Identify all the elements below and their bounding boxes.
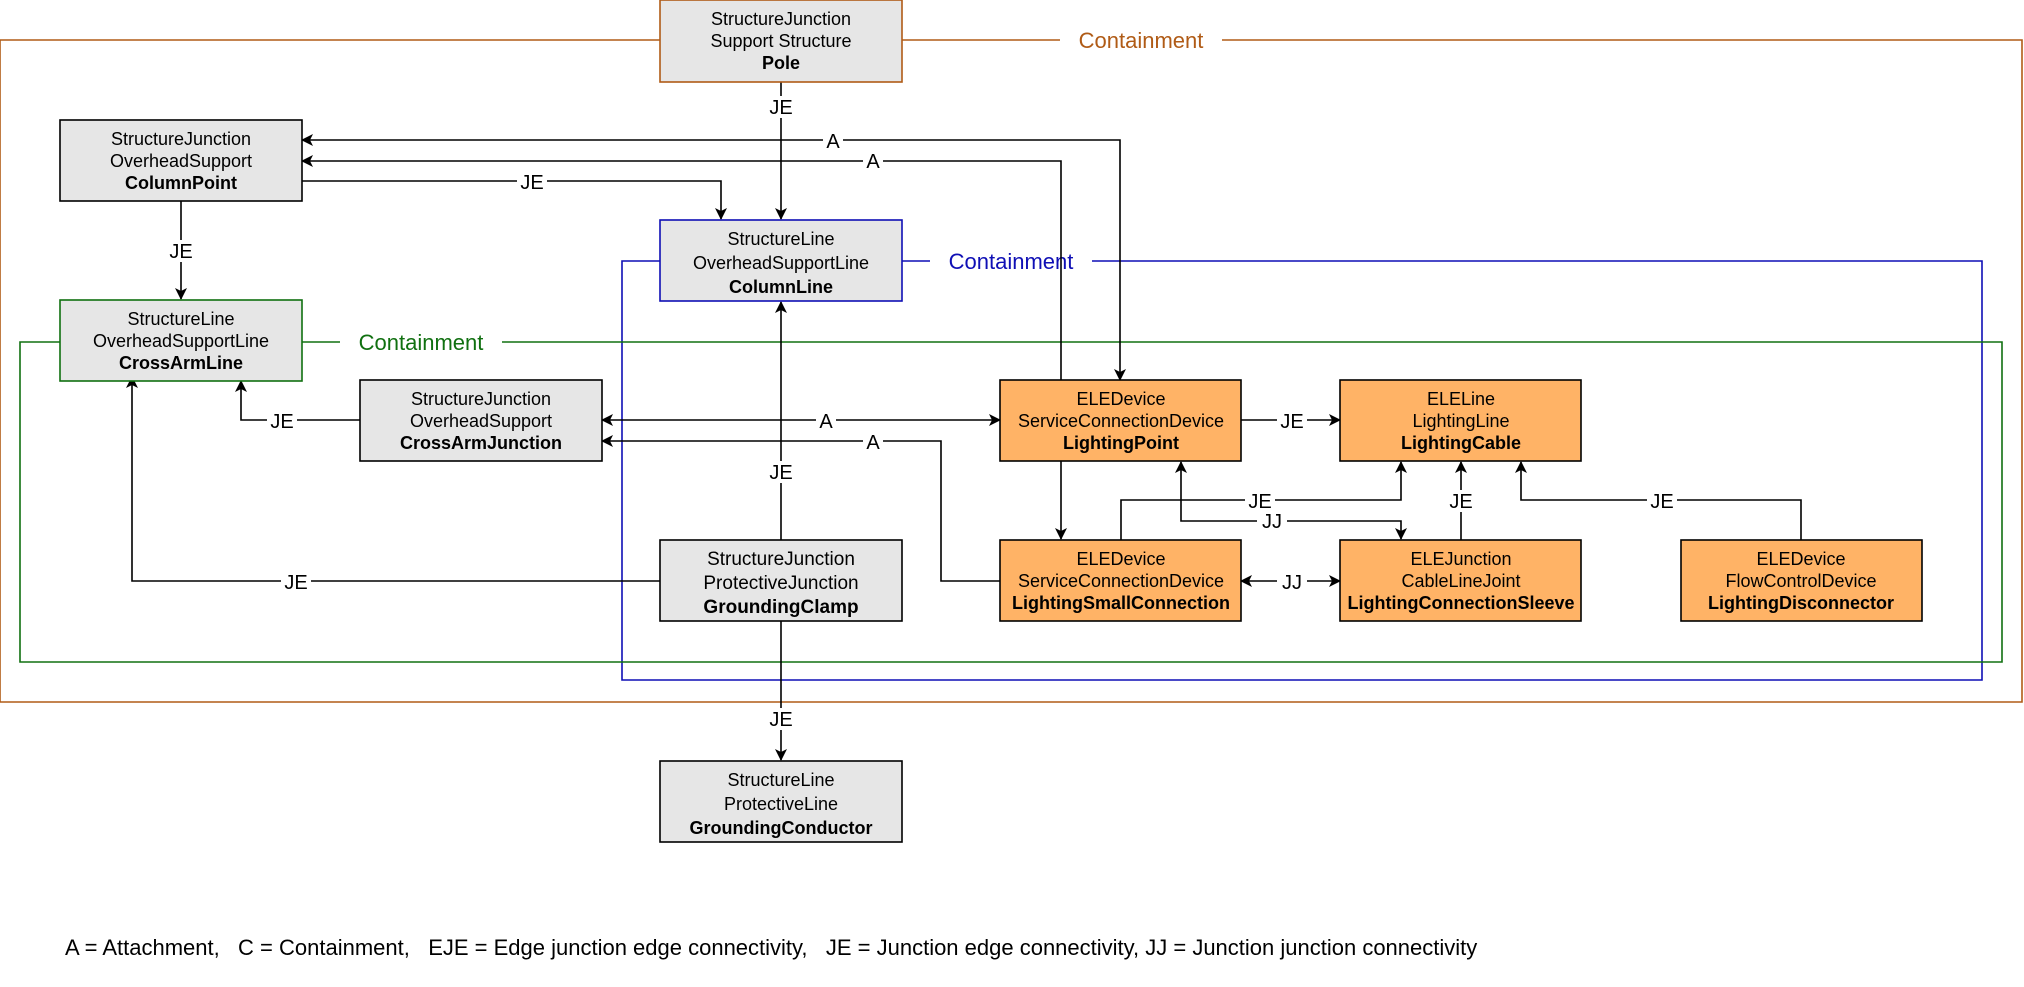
node-pole[interactable]: StructureJunction Support Structure Pole — [659, 0, 903, 83]
node-columnline-subtype: OverheadSupportLine — [693, 253, 869, 273]
edge-columnpoint-lightingpoint — [301, 134, 1126, 381]
edge-label-lightingpoint-lightingconnectionsleeve: JJ — [1262, 511, 1282, 533]
edge-label-groundingclamp-columnline: JE — [769, 462, 792, 484]
edge-label-lightingconnectionsleeve-lightingcable: JE — [1449, 491, 1472, 513]
node-lightingdisconnector-type: ELEDevice — [1756, 549, 1845, 569]
edge-lightingpoint-columnpoint — [301, 155, 1062, 380]
legend-text: A = Attachment, C = Containment, EJE = E… — [65, 935, 1478, 960]
edge-groundingclamp-crossarmline — [126, 376, 660, 582]
node-crossarmjunction-subtype: OverheadSupport — [410, 411, 552, 431]
node-lightingdisconnector-name: LightingDisconnector — [1708, 593, 1894, 613]
edge-label-pole-columnline: JE — [769, 97, 792, 119]
node-groundingclamp-name: GroundingClamp — [703, 597, 858, 618]
node-columnpoint-subtype: OverheadSupport — [110, 151, 252, 171]
containment-outer-frame — [0, 39, 2023, 703]
containment-outer-label: Containment — [1079, 28, 1204, 53]
node-pole-subtype: Support Structure — [710, 31, 851, 51]
node-lightingpoint-type: ELEDevice — [1076, 389, 1165, 409]
node-lightingdisconnector[interactable]: ELEDevice FlowControlDevice LightingDisc… — [1680, 539, 1923, 622]
node-lightingcable[interactable]: ELELine LightingLine LightingCable — [1339, 379, 1582, 462]
node-lightingpoint-subtype: ServiceConnectionDevice — [1018, 411, 1224, 431]
node-pole-type: StructureJunction — [711, 9, 851, 29]
node-lightingconnectionsleeve-name: LightingConnectionSleeve — [1347, 593, 1574, 613]
node-columnpoint[interactable]: StructureJunction OverheadSupport Column… — [59, 119, 303, 202]
edge-label-columnpoint-columnline: JE — [520, 172, 543, 194]
node-columnline-type: StructureLine — [727, 229, 834, 249]
node-lightingpoint-name: LightingPoint — [1063, 433, 1179, 453]
node-groundingconductor[interactable]: StructureLine ProtectiveLine GroundingCo… — [659, 760, 903, 843]
edge-label-lightingpoint-columnpoint: A — [866, 151, 880, 173]
node-groundingclamp-subtype: ProtectiveJunction — [703, 573, 858, 594]
edge-columnpoint-columnline — [302, 180, 727, 220]
edge-label-crossarmjunction-crossarmline: JE — [270, 411, 293, 433]
edge-lightingsmallconnection-crossarmjunction — [601, 435, 1000, 582]
node-crossarmline-type: StructureLine — [127, 309, 234, 329]
node-groundingconductor-subtype: ProtectiveLine — [724, 794, 838, 814]
node-columnpoint-name: ColumnPoint — [125, 173, 237, 193]
node-columnpoint-type: StructureJunction — [111, 129, 251, 149]
edge-label-groundingclamp-crossarmline: JE — [284, 572, 307, 594]
containment-outer: Containment — [0, 28, 2023, 703]
node-groundingconductor-name: GroundingConductor — [690, 818, 873, 838]
containment-green-label: Containment — [359, 330, 484, 355]
node-groundingclamp-type: StructureJunction — [707, 549, 855, 570]
node-lightingconnectionsleeve-type: ELEJunction — [1410, 549, 1511, 569]
node-lightingconnectionsleeve[interactable]: ELEJunction CableLineJoint LightingConne… — [1339, 539, 1582, 622]
node-pole-name: Pole — [762, 53, 800, 73]
edge-crossarmjunction-crossarmline — [235, 380, 360, 421]
node-lightingdisconnector-subtype: FlowControlDevice — [1725, 571, 1876, 591]
node-crossarmjunction[interactable]: StructureJunction OverheadSupport CrossA… — [359, 379, 603, 462]
edge-label-lightingpoint-lightingcable: JE — [1280, 411, 1303, 433]
node-columnline-name: ColumnLine — [729, 277, 833, 297]
node-groundingconductor-type: StructureLine — [727, 770, 834, 790]
edge-label-lightingsmallconnection-lightingconnectionsleeve: JJ — [1282, 572, 1302, 594]
edge-label-groundingclamp-groundingconductor: JE — [769, 709, 792, 731]
node-lightingcable-name: LightingCable — [1401, 433, 1521, 453]
edge-labels: JE A A JE JE JE A A JE JE JE JE JJ JE JE… — [166, 96, 1677, 731]
node-crossarmjunction-name: CrossArmJunction — [400, 433, 562, 453]
node-lightingcable-type: ELELine — [1427, 389, 1495, 409]
edge-lightingpoint-lightingconnectionsleeve — [1175, 461, 1407, 540]
node-crossarmjunction-type: StructureJunction — [411, 389, 551, 409]
node-lightingsmallconnection[interactable]: ELEDevice ServiceConnectionDevice Lighti… — [999, 539, 1242, 622]
node-groundingclamp[interactable]: StructureJunction ProtectiveJunction Gro… — [659, 539, 903, 622]
edge-label-crossarmjunction-lightingpoint: A — [819, 411, 833, 433]
edge-label-lightingsmallconnection-lightingcable: JE — [1248, 491, 1271, 513]
node-lightingsmallconnection-type: ELEDevice — [1076, 549, 1165, 569]
node-crossarmline[interactable]: StructureLine OverheadSupportLine CrossA… — [59, 299, 303, 382]
node-crossarmline-name: CrossArmLine — [119, 353, 243, 373]
node-lightingcable-subtype: LightingLine — [1412, 411, 1509, 431]
node-lightingsmallconnection-subtype: ServiceConnectionDevice — [1018, 571, 1224, 591]
edge-label-columnpoint-lightingpoint: A — [826, 131, 840, 153]
containment-blue-label: Containment — [949, 249, 1074, 274]
edge-label-lightingsmallconnection-crossarmjunction: A — [866, 432, 880, 454]
node-lightingpoint[interactable]: ELEDevice ServiceConnectionDevice Lighti… — [999, 379, 1242, 462]
node-columnline[interactable]: StructureLine OverheadSupportLine Column… — [659, 219, 903, 302]
node-crossarmline-subtype: OverheadSupportLine — [93, 331, 269, 351]
node-lightingsmallconnection-name: LightingSmallConnection — [1012, 593, 1230, 613]
node-lightingconnectionsleeve-subtype: CableLineJoint — [1401, 571, 1520, 591]
edge-label-columnpoint-crossarmline: JE — [169, 241, 192, 263]
edge-label-lightingdisconnector-lightingcable: JE — [1650, 491, 1673, 513]
